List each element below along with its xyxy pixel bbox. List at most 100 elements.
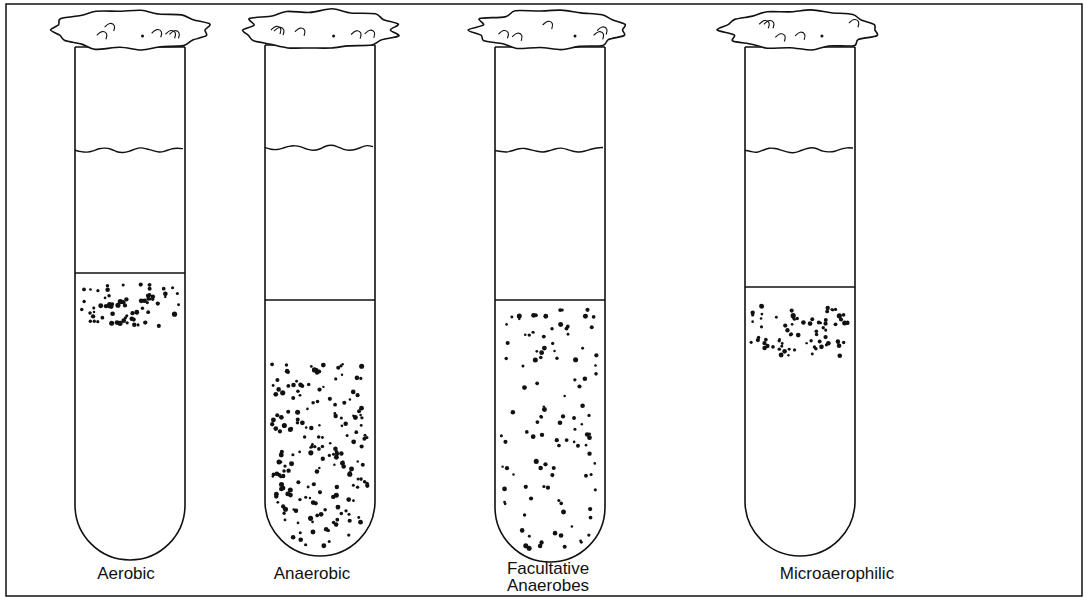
growth-dot (89, 288, 92, 291)
growth-dot (531, 434, 536, 439)
growth-dot (136, 312, 139, 315)
growth-dot (573, 441, 576, 444)
growth-dot (139, 283, 143, 287)
growth-dot (305, 426, 308, 429)
growth-dot (359, 364, 364, 369)
growth-dot (550, 327, 553, 330)
growth-dot (352, 499, 355, 502)
growth-dot (796, 317, 799, 320)
growth-dot (359, 414, 362, 417)
growth-dot (321, 457, 325, 461)
growth-dot (283, 464, 286, 467)
growth-dot (585, 308, 589, 312)
growth-dot (543, 462, 547, 466)
growth-dot (551, 342, 554, 345)
growth-dot (105, 287, 110, 292)
growth-dot (573, 378, 576, 381)
growth-dot (558, 322, 563, 327)
growth-dot (340, 416, 343, 419)
growth-dot (276, 387, 281, 392)
growth-dot (323, 508, 327, 512)
growth-dot (543, 314, 548, 319)
growth-dot (573, 357, 578, 362)
growth-dot (282, 423, 287, 428)
growth-dot (351, 439, 356, 444)
growth-dot (505, 323, 508, 326)
growth-dot (319, 512, 324, 517)
growth-dot (583, 314, 588, 319)
growth-dot (333, 403, 337, 407)
growth-dot (839, 317, 843, 321)
growth-dot (502, 487, 507, 492)
growth-dot (500, 434, 503, 437)
growth-dot (146, 301, 149, 304)
growth-dot (93, 320, 96, 323)
growth-dot (348, 513, 351, 516)
growth-dot (760, 317, 763, 320)
growth-dot (308, 450, 313, 455)
growth-dot (134, 310, 139, 315)
test-tube (495, 47, 605, 562)
growth-dot (539, 356, 543, 360)
growth-dot (286, 384, 290, 388)
growth-dot (274, 492, 279, 497)
growth-dot (522, 385, 527, 390)
media-line (495, 299, 605, 300)
growth-dot (775, 316, 778, 319)
growth-dot (542, 407, 547, 412)
growth-dot (360, 444, 364, 448)
growth-dot (566, 325, 570, 329)
cotton-plug (717, 10, 877, 50)
growth-dot (281, 504, 285, 508)
growth-dot (143, 320, 147, 324)
growth-dot (552, 466, 556, 470)
growth-dot (156, 301, 160, 305)
growth-dot (751, 320, 754, 323)
growth-dot (96, 289, 99, 292)
growth-dot (801, 320, 806, 325)
growth-dot (588, 507, 592, 511)
growth-dot (341, 374, 343, 376)
growth-dot (561, 510, 566, 515)
growth-dot (336, 366, 340, 370)
growth-dot (594, 353, 598, 357)
growth-dot (89, 320, 92, 323)
growth-dot (82, 288, 86, 292)
growth-dot (557, 444, 561, 448)
growth-dot (309, 497, 311, 499)
growth-dot (282, 512, 285, 515)
growth-dot (555, 438, 559, 442)
growth-dot (288, 427, 293, 432)
growth-dot (810, 317, 814, 321)
growth-dot (317, 435, 321, 439)
growth-dot (335, 524, 338, 527)
growth-dot (346, 497, 351, 502)
growth-dot (279, 415, 284, 420)
growth-dot (504, 357, 507, 360)
growth-dot (296, 480, 300, 484)
growth-dot (322, 386, 324, 388)
growth-dot (171, 286, 174, 289)
growth-dot (811, 353, 814, 356)
growth-dot (318, 490, 322, 494)
growth-dot (565, 438, 569, 442)
growth-dot (823, 335, 827, 339)
growth-dot (360, 416, 363, 419)
growth-dot (291, 383, 296, 388)
growth-dot (315, 469, 320, 474)
growth-dot (270, 422, 274, 426)
growth-dot (783, 323, 787, 327)
growth-dot (357, 460, 359, 462)
growth-dot (750, 341, 753, 344)
growth-dot (311, 521, 314, 524)
growth-dot (534, 313, 538, 317)
growth-dot (124, 316, 127, 319)
growth-dot (567, 333, 570, 336)
cotton-plug (468, 10, 625, 49)
growth-dot (307, 485, 310, 488)
growth-dot (107, 294, 111, 298)
growth-dot (296, 417, 300, 421)
growth-dot (172, 312, 177, 317)
growth-dot (275, 378, 279, 382)
